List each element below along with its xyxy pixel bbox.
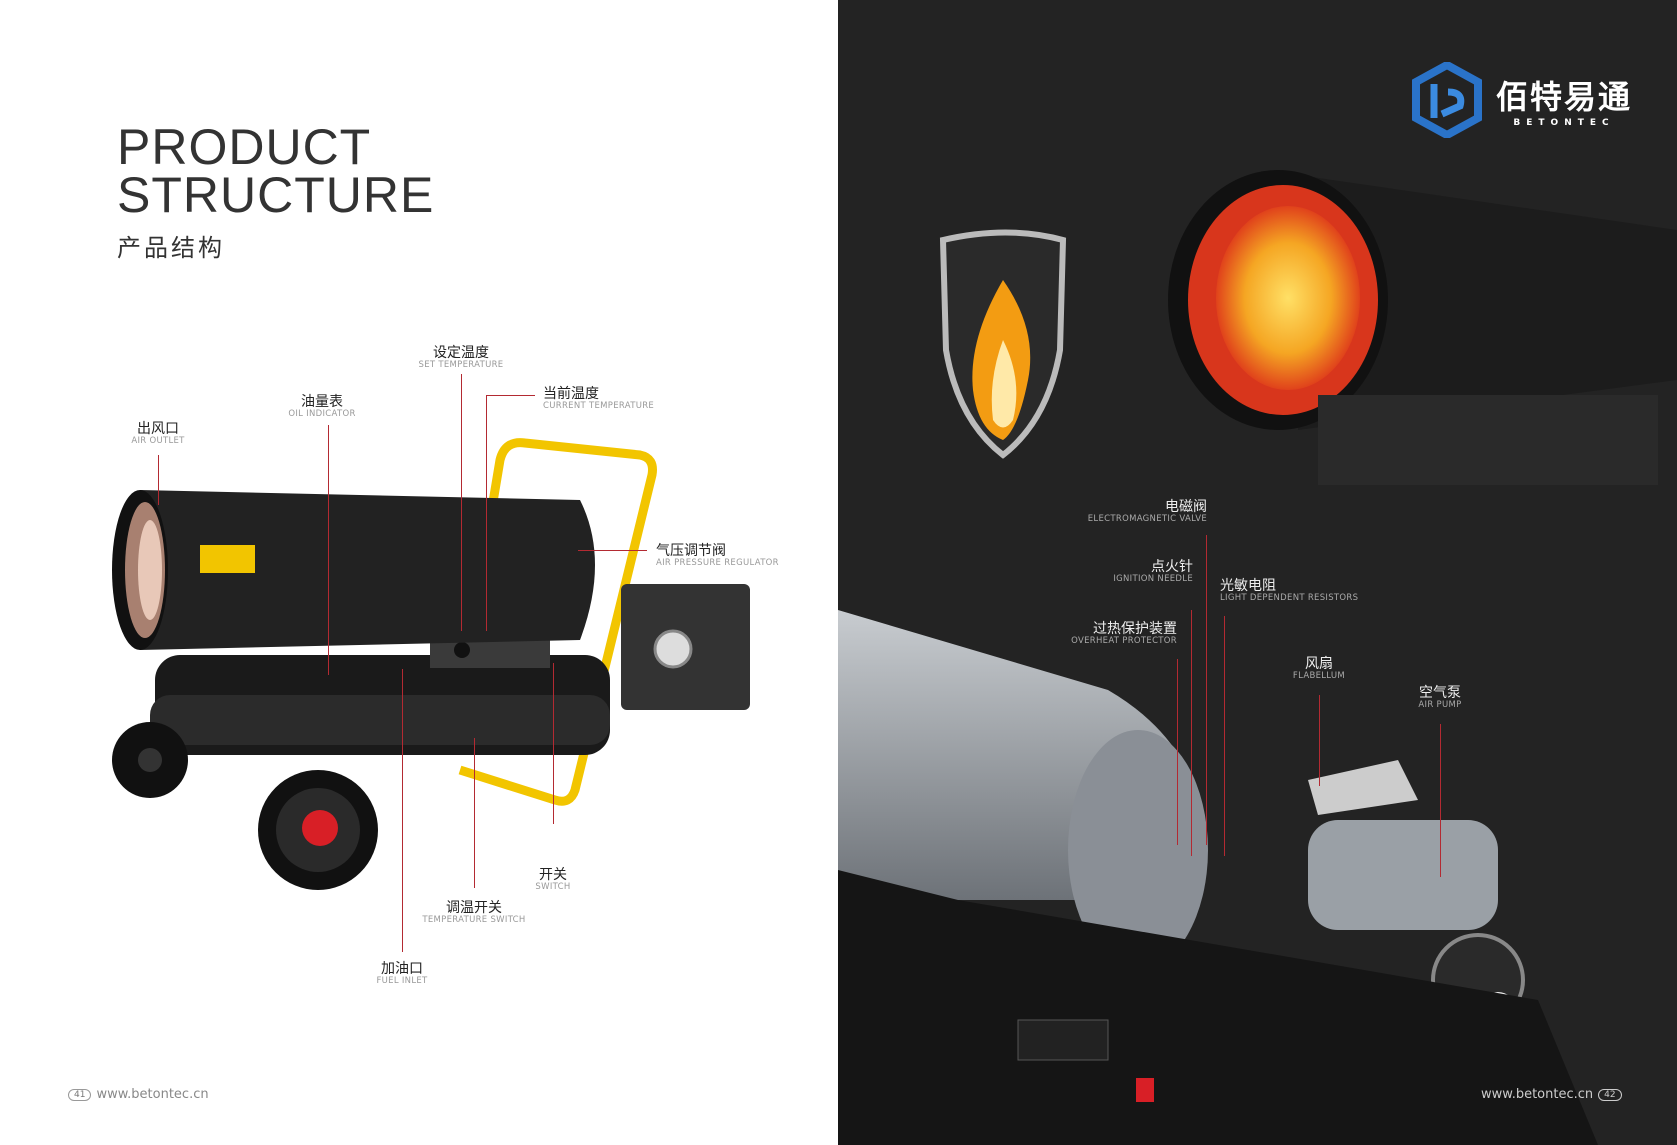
leader-line	[486, 395, 487, 631]
page-number: 42	[1598, 1088, 1622, 1101]
leader-line	[328, 425, 329, 675]
leader-line	[486, 395, 535, 396]
leader-line	[1319, 695, 1320, 786]
footer-right: www.betontec.cn 42	[1481, 1087, 1622, 1102]
subtitle: 产品结构	[117, 234, 225, 262]
leader-line	[578, 550, 647, 551]
logo-hexagon-icon	[1412, 62, 1482, 138]
heater-illustration	[112, 438, 750, 890]
title-line-1: PRODUCT	[117, 119, 372, 175]
leader-line	[1206, 535, 1207, 845]
leader-line	[461, 374, 462, 631]
logo-en: BETONTEC	[1513, 118, 1615, 128]
page-number: 41	[68, 1088, 92, 1101]
logo-cn: 佰特易通	[1496, 78, 1633, 116]
leader-line	[402, 669, 403, 952]
leader-line	[1224, 616, 1225, 856]
title-line-2: STRUCTURE	[117, 167, 435, 223]
heater-internals-illustration	[838, 170, 1677, 1145]
website-link: www.betontec.cn	[1481, 1087, 1594, 1102]
website-link: www.betontec.cn	[96, 1087, 209, 1102]
leader-line	[474, 738, 475, 888]
leader-line	[158, 455, 159, 505]
leader-line	[553, 663, 554, 824]
leader-line	[1177, 659, 1178, 845]
leader-line	[1191, 610, 1192, 856]
footer-left: 41 www.betontec.cn	[68, 1087, 209, 1102]
brand-logo: 佰特易通 BETONTEC	[1412, 62, 1632, 138]
leader-line	[1440, 724, 1441, 877]
